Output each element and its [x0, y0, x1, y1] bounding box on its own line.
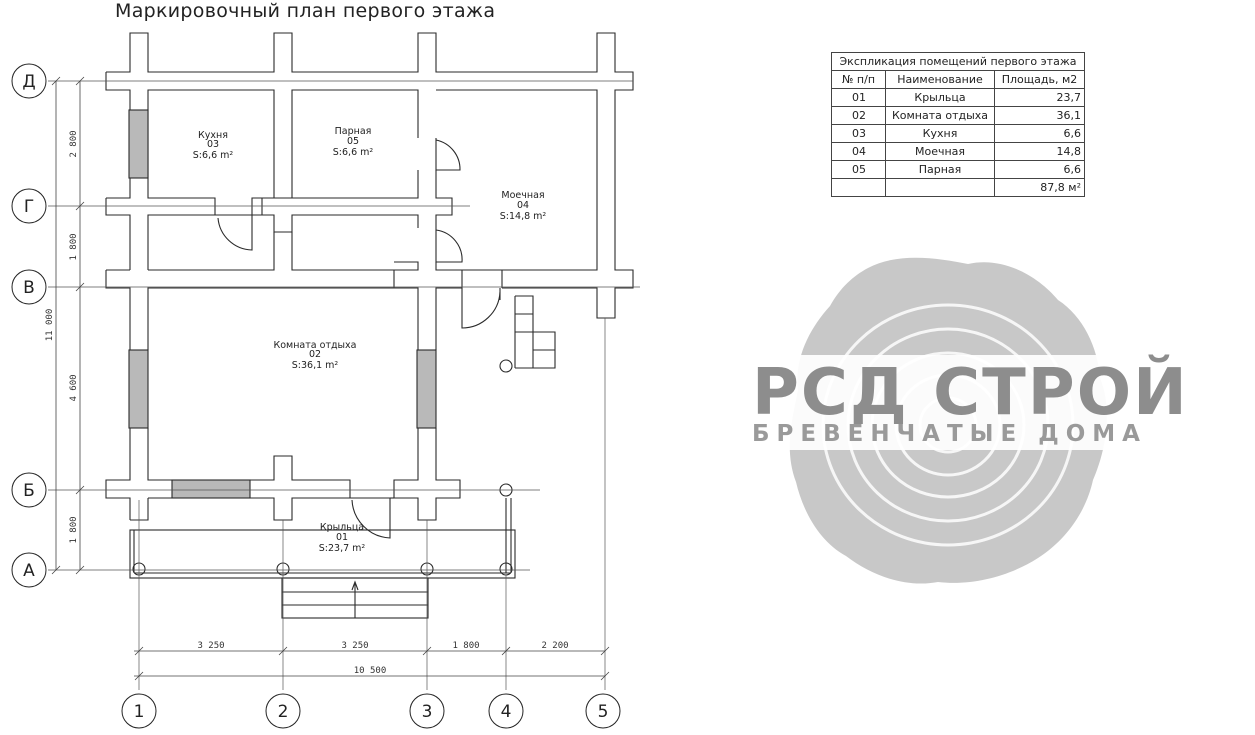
row-name: Кухня: [885, 124, 995, 143]
row-name: Крыльца: [885, 88, 995, 107]
table-row: 03 Кухня 6,6: [831, 124, 1085, 143]
windows: [128, 109, 437, 499]
logo-sub-text: БРЕВЕНЧАТЫЕ ДОМА: [752, 421, 1147, 447]
dim-v-4: 1 800: [69, 516, 79, 543]
dim-h-total: 10 500: [354, 666, 387, 676]
room-area-rest: S:36,1 m²: [292, 360, 339, 371]
dim-h-3: 1 800: [452, 641, 479, 651]
row-num: 03: [831, 124, 886, 143]
dimension-lines: [51, 76, 610, 681]
axis-label-g: Г: [24, 197, 34, 217]
table-row: 02 Комната отдыха 36,1: [831, 106, 1085, 125]
log-walls: [105, 32, 634, 521]
room-num-porch: 01: [336, 532, 348, 543]
dim-v-total: 11 000: [45, 309, 55, 342]
header-num: № п/п: [831, 70, 886, 89]
row-name: Моечная: [885, 142, 995, 161]
row-name: Комната отдыха: [885, 106, 995, 125]
room-num-wash: 04: [517, 200, 529, 211]
axis-bubbles: [11, 63, 621, 729]
row-num: 02: [831, 106, 886, 125]
room-num-kitchen: 03: [207, 139, 219, 150]
porch-outline: [129, 498, 516, 579]
room-name-rest: Комната отдыха: [274, 340, 357, 351]
row-area: 6,6: [994, 124, 1085, 143]
row-name: Парная: [885, 160, 995, 179]
logo-main-text: РСД СТРОЙ: [752, 356, 1189, 430]
row-num: 04: [831, 142, 886, 161]
room-name-porch: Крыльца: [320, 522, 364, 533]
total-empty-2: [885, 178, 995, 197]
row-area: 14,8: [994, 142, 1085, 161]
row-num: 05: [831, 160, 886, 179]
dim-v-2: 1 800: [69, 233, 79, 260]
room-num-steam: 05: [347, 136, 359, 147]
axis-label-a: А: [23, 561, 35, 581]
axis-label-1: 1: [134, 702, 145, 722]
axis-label-b: Б: [23, 481, 35, 501]
dim-h-2: 3 250: [341, 641, 368, 651]
axis-label-v: В: [23, 278, 35, 298]
header-name: Наименование: [885, 70, 995, 89]
row-num: 01: [831, 88, 886, 107]
page-title: Маркировочный план первого этажа: [115, 0, 496, 22]
axis-label-d: Д: [22, 72, 35, 92]
company-logo: [748, 257, 1138, 584]
room-area-kitchen: S:6,6 m²: [193, 150, 234, 161]
axis-label-5: 5: [598, 702, 609, 722]
row-area: 6,6: [994, 160, 1085, 179]
room-name-wash: Моечная: [501, 190, 544, 201]
explication-table: Экспликация помещений первого этажа № п/…: [831, 52, 1085, 197]
room-num-rest: 02: [309, 349, 321, 360]
header-area: Площадь, м2: [994, 70, 1085, 89]
doors: [215, 138, 501, 539]
axis-label-3: 3: [422, 702, 433, 722]
axis-label-4: 4: [501, 702, 512, 722]
axis-label-2: 2: [278, 702, 289, 722]
room-name-steam: Парная: [335, 126, 372, 137]
dim-v-1: 2 800: [69, 130, 79, 157]
table-total-row: 87,8 м²: [831, 178, 1085, 197]
table-row: 05 Парная 6,6: [831, 160, 1085, 179]
dim-h-1: 3 250: [197, 641, 224, 651]
grid-axes: [48, 80, 640, 690]
table-row: 01 Крыльца 23,7: [831, 88, 1085, 107]
dim-h-4: 2 200: [541, 641, 568, 651]
total-area: 87,8 м²: [994, 178, 1085, 197]
room-name-kitchen: Кухня: [198, 130, 228, 141]
explication-caption: Экспликация помещений первого этажа: [831, 52, 1085, 71]
room-area-steam: S:6,6 m²: [333, 147, 374, 158]
table-row: 04 Моечная 14,8: [831, 142, 1085, 161]
row-area: 23,7: [994, 88, 1085, 107]
room-area-wash: S:14,8 m²: [500, 211, 547, 222]
room-area-porch: S:23,7 m²: [319, 543, 366, 554]
total-empty-1: [831, 178, 886, 197]
row-area: 36,1: [994, 106, 1085, 125]
stairs: [281, 295, 556, 619]
dim-v-3: 4 600: [69, 374, 79, 401]
